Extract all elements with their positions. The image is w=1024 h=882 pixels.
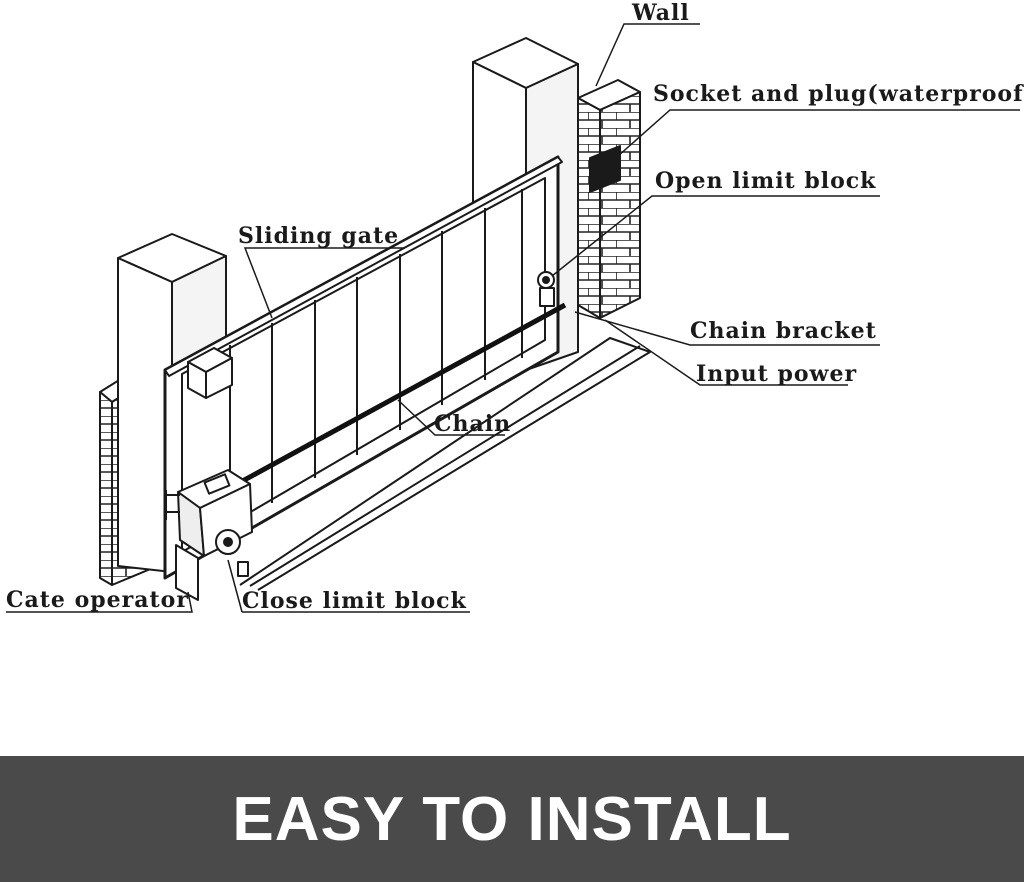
leader-lines <box>6 23 1020 613</box>
label-wall: Wall <box>631 0 690 26</box>
guide-roller-bracket <box>187 347 233 399</box>
label-sliding-gate: Sliding gate <box>238 223 399 249</box>
label-socket-and-plug: Socket and plug(waterproof) <box>653 81 1024 107</box>
label-close-limit-block: Close limit block <box>242 588 467 614</box>
label-input-power: Input power <box>696 361 857 387</box>
label-open-limit-block: Open limit block <box>655 168 876 194</box>
gate-operator-motor <box>165 469 253 601</box>
open-limit-block-icon <box>537 271 555 307</box>
ground-rail <box>239 337 651 591</box>
banner: EASY TO INSTALL <box>0 756 1024 882</box>
sliding-gate <box>163 155 563 580</box>
socket-box-icon <box>589 145 621 193</box>
chain <box>213 302 567 499</box>
close-limit-block-icon <box>237 561 249 577</box>
label-chain-bracket: Chain bracket <box>690 318 877 344</box>
label-chain: Chain <box>434 411 511 437</box>
banner-title: EASY TO INSTALL <box>232 784 792 854</box>
gate-installation-diagram: Wall Socket and plug(waterproof) Open li… <box>6 0 1024 614</box>
right-brick-wall <box>577 79 641 319</box>
label-gate-operator: Cate operator <box>6 587 189 613</box>
